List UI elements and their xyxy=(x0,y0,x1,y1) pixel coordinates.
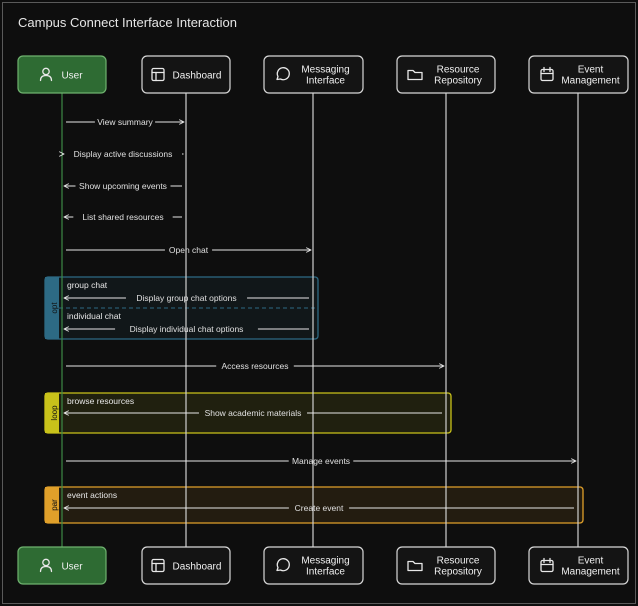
dashboard-icon xyxy=(151,558,165,573)
message-label: Display group chat options xyxy=(136,293,236,303)
message-2: Display active discussions xyxy=(62,149,184,159)
message-label: List shared resources xyxy=(82,212,163,222)
message-label: Open chat xyxy=(169,245,209,255)
group-condition-label: event actions xyxy=(67,490,117,500)
message-8: Access resources xyxy=(66,361,444,371)
chat-bubble-icon xyxy=(276,558,290,572)
participant-box xyxy=(528,55,629,94)
participant-label: User xyxy=(61,562,83,573)
message-3: Show upcoming events xyxy=(64,181,182,191)
group-loop: loop browse resources xyxy=(44,392,452,434)
participant-box xyxy=(396,55,496,94)
diagram-title: Campus Connect Interface Interaction xyxy=(18,15,237,30)
group-par-kind: par xyxy=(50,499,59,511)
participant-label: Management xyxy=(561,76,620,87)
group-opt: opt group chat individual chat xyxy=(44,276,319,340)
calendar-icon xyxy=(540,66,554,82)
chat-bubble-icon xyxy=(276,67,290,81)
participant-box xyxy=(17,55,107,94)
participant-label: Dashboard xyxy=(173,562,222,573)
participant-user-top[interactable]: User xyxy=(17,55,107,94)
message-7: Display individual chat options xyxy=(64,324,309,334)
participant-label: Event xyxy=(578,556,604,567)
participant-box xyxy=(141,546,231,585)
group-condition-label: group chat xyxy=(67,280,108,290)
message-10: Manage events xyxy=(66,456,576,466)
message-label: Show upcoming events xyxy=(79,181,167,191)
participant-box xyxy=(528,546,629,585)
participant-label: Resource xyxy=(437,556,480,567)
group-condition-label: browse resources xyxy=(67,396,134,406)
group-opt-tag xyxy=(45,277,59,339)
group-opt-kind: opt xyxy=(50,302,59,314)
message-label: Show academic materials xyxy=(205,408,302,418)
folder-icon xyxy=(407,560,423,572)
participant-dashboard-top[interactable]: Dashboard xyxy=(141,55,231,94)
group-par-tag xyxy=(45,487,59,523)
participant-label: Dashboard xyxy=(173,71,222,82)
participant-dashboard-bottom[interactable]: Dashboard xyxy=(141,546,231,585)
message-label: Manage events xyxy=(292,456,350,466)
participant-label: Repository xyxy=(434,76,482,87)
folder-icon xyxy=(407,69,423,81)
participant-label: Messaging xyxy=(301,556,349,567)
message-4: List shared resources xyxy=(64,212,182,222)
participant-label: Event xyxy=(578,65,604,76)
message-label: Access resources xyxy=(221,361,288,371)
participant-label: Management xyxy=(561,567,620,578)
group-condition-label: individual chat xyxy=(67,311,122,321)
user-icon xyxy=(39,558,53,573)
message-label: Display active discussions xyxy=(74,149,173,159)
message-6: Display group chat options xyxy=(64,293,309,303)
participant-label: Resource xyxy=(437,65,480,76)
message-11: Create event xyxy=(64,503,574,513)
dashboard-icon xyxy=(151,67,165,82)
participant-user-bottom[interactable]: User xyxy=(17,546,107,585)
message-label: Create event xyxy=(295,503,344,513)
participant-box xyxy=(396,546,496,585)
calendar-icon xyxy=(540,557,554,573)
participant-label: Interface xyxy=(306,567,345,578)
message-9: Show academic materials xyxy=(64,408,442,418)
participant-label: User xyxy=(61,71,83,82)
group-loop-kind: loop xyxy=(50,405,59,421)
participant-box xyxy=(17,546,107,585)
participant-label: Messaging xyxy=(301,65,349,76)
message-label: View summary xyxy=(97,117,153,127)
user-icon xyxy=(39,67,53,82)
participant-box xyxy=(141,55,231,94)
group-loop-tag xyxy=(45,393,59,433)
group-par: par event actions xyxy=(44,486,584,524)
participant-box xyxy=(263,546,364,585)
message-label: Display individual chat options xyxy=(130,324,244,334)
participant-label: Interface xyxy=(306,76,345,87)
message-1: View summary xyxy=(66,117,184,127)
message-5: Open chat xyxy=(66,245,311,255)
participant-label: Repository xyxy=(434,567,482,578)
participant-box xyxy=(263,55,364,94)
